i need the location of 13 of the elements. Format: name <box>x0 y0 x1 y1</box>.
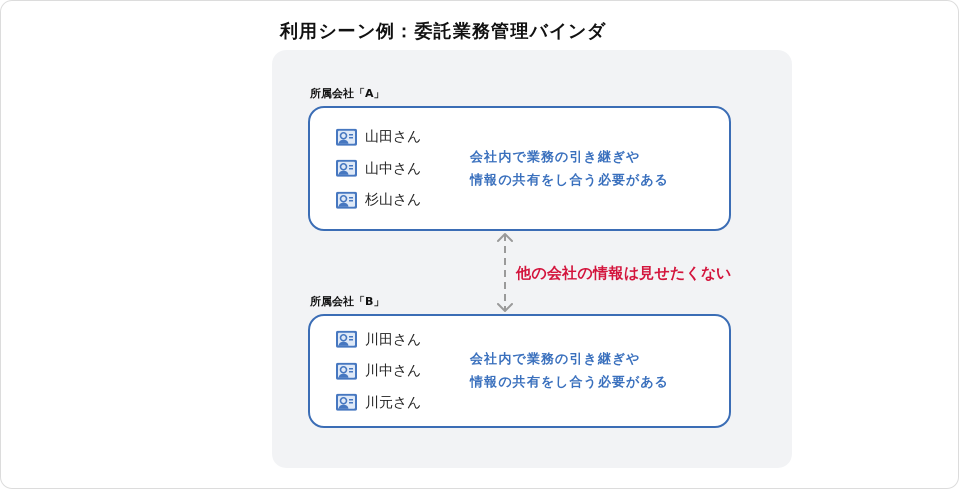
description-text: 会社内で業務の引き継ぎや情報の共有をし合う必要がある <box>470 148 669 190</box>
company-heading: 所属会社「A」 <box>310 87 385 101</box>
person-name: 川田さん <box>365 330 421 348</box>
person-name: 山中さん <box>365 160 421 178</box>
person-name: 川中さん <box>365 362 421 380</box>
person-name: 杉山さん <box>365 191 421 209</box>
description-text: 会社内で業務の引き継ぎや情報の共有をし合う必要がある <box>470 351 669 392</box>
person-name: 山田さん <box>365 128 421 146</box>
dashed-double-arrow <box>497 233 513 312</box>
company-heading: 所属会社「B」 <box>310 295 384 309</box>
person-name: 川元さん <box>365 394 421 412</box>
edge-label: 他の会社の情報は見せたくない <box>514 262 734 282</box>
diagram-title: 利用シーン例：委託業務管理バインダ <box>280 20 606 44</box>
